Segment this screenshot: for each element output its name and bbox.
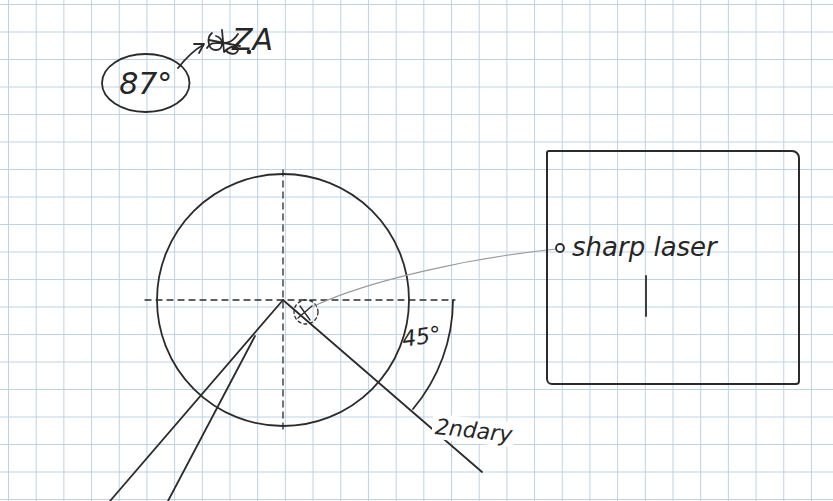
node-text: 87°	[119, 66, 172, 101]
secondary-ray	[283, 300, 482, 472]
spot-mark	[298, 306, 312, 320]
circled-angle: 87°	[100, 52, 192, 114]
tick-line	[645, 276, 647, 316]
horizontal-axis	[145, 299, 455, 300]
spot-circle	[294, 300, 318, 324]
marker-circle	[556, 244, 564, 252]
leader-line	[314, 249, 556, 306]
angle-label: 45°	[400, 321, 442, 351]
secondary-label: 2ndary	[431, 414, 517, 448]
angle-arc	[413, 300, 453, 409]
pointer-arrow	[178, 45, 203, 68]
arrow-head	[194, 44, 204, 53]
ellipse-shape	[102, 54, 190, 112]
za-label: ZA	[232, 22, 273, 57]
ray-line	[168, 336, 255, 501]
laser-box: sharp laser	[546, 150, 800, 385]
ray-line	[110, 300, 283, 501]
node-text: sharp laser	[572, 232, 798, 262]
